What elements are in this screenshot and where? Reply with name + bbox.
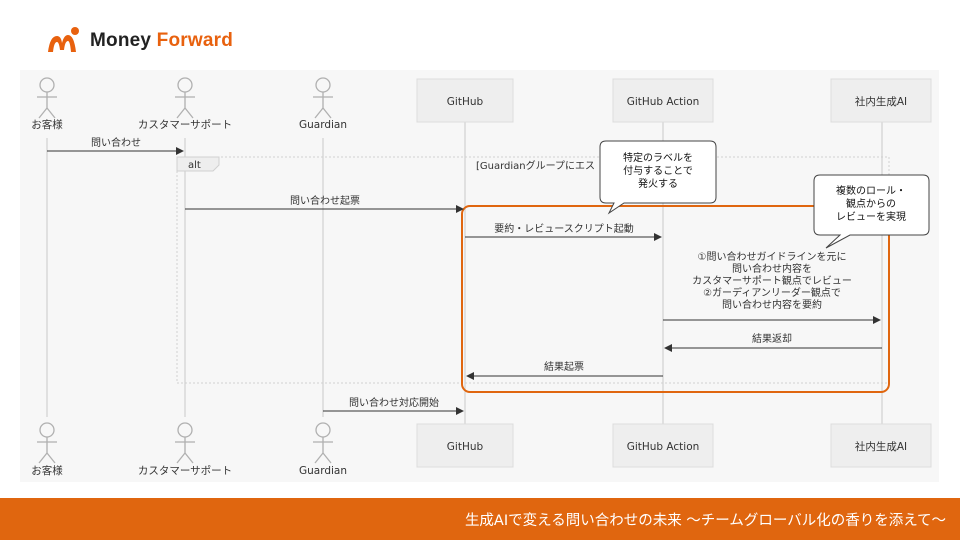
actor-customer-bottom: お客様 xyxy=(31,422,63,477)
message-label: 問い合わせ起票 xyxy=(290,194,360,207)
callout-line-2: 付与することで xyxy=(623,164,693,177)
actor-figure-icon xyxy=(313,422,333,464)
message-m4: ①問い合わせガイドラインを元に 問い合わせ内容を カスタマーサポート観点でレビュ… xyxy=(663,250,881,324)
participant-github-bottom: GitHub xyxy=(416,423,514,468)
actor-figure-icon xyxy=(175,422,195,464)
participant-label-action: GitHub Action xyxy=(627,441,700,453)
participant-label-customer: お客様 xyxy=(31,118,63,131)
participant-ai-bottom: 社内生成AI xyxy=(830,423,932,468)
message-label: 結果起票 xyxy=(544,360,584,373)
message-label-line-1: ①問い合わせガイドラインを元に xyxy=(698,250,847,263)
brand-name: Money Forward xyxy=(90,30,234,51)
participant-label-customer: お客様 xyxy=(31,464,63,477)
actor-support-top: カスタマーサポート xyxy=(138,77,232,131)
message-label: 問い合わせ xyxy=(91,136,141,149)
message-m1: 問い合わせ xyxy=(47,136,184,155)
callout-line-2: 観点からの xyxy=(846,197,896,210)
message-label: 要約・レビュースクリプト起動 xyxy=(494,222,634,235)
participant-label-github: GitHub xyxy=(447,96,484,108)
participant-label-guardian: Guardian xyxy=(299,465,347,477)
participant-label-github: GitHub xyxy=(447,441,484,453)
alt-guard: [Guardianグループにエス xyxy=(476,159,595,172)
participant-label-ai: 社内生成AI xyxy=(855,95,907,108)
message-m7: 問い合わせ対応開始 xyxy=(323,396,464,415)
sequence-diagram-canvas: alt [Guardianグループにエス お客様 カス xyxy=(31,77,932,477)
callout-line-3: 発火する xyxy=(638,177,678,190)
participant-label-guardian: Guardian xyxy=(299,119,347,131)
message-m5: 結果返却 xyxy=(664,332,882,352)
actor-customer-top: お客様 xyxy=(31,77,63,131)
callout-line-1: 特定のラベルを xyxy=(623,151,693,164)
message-label: 問い合わせ対応開始 xyxy=(349,396,439,409)
alt-keyword: alt xyxy=(188,160,201,171)
actor-guardian-bottom: Guardian xyxy=(299,422,347,477)
message-m3: 要約・レビュースクリプト起動 xyxy=(465,222,662,241)
message-m6: 結果起票 xyxy=(466,360,663,380)
callout-multi-role-review: 複数のロール・ 観点からの レビューを実現 xyxy=(813,174,930,249)
message-label-line-3: カスタマーサポート観点でレビュー xyxy=(692,274,852,287)
message-label-line-2: 問い合わせ内容を xyxy=(732,262,812,275)
participant-ai-top: 社内生成AI xyxy=(830,78,932,123)
message-label: 結果返却 xyxy=(752,332,792,345)
callout-line-1: 複数のロール・ xyxy=(836,184,906,197)
participant-github-top: GitHub xyxy=(416,78,514,123)
participant-label-support: カスタマーサポート xyxy=(138,465,232,477)
actor-figure-icon xyxy=(37,422,57,464)
brand-logo: Money Forward xyxy=(46,26,233,56)
highlight-box xyxy=(461,205,890,393)
participant-label-ai: 社内生成AI xyxy=(855,440,907,453)
message-label-line-5: 問い合わせ内容を要約 xyxy=(722,298,822,311)
footer-bar: 生成AIで変える問い合わせの未来 〜チームグローバル化の香りを添えて〜 xyxy=(0,498,960,540)
actor-figure-icon xyxy=(313,77,333,119)
actor-figure-icon xyxy=(37,77,57,119)
actor-figure-icon xyxy=(175,77,195,119)
participant-label-support: カスタマーサポート xyxy=(138,119,232,131)
participant-label-action: GitHub Action xyxy=(627,96,700,108)
participant-action-top: GitHub Action xyxy=(612,78,714,123)
message-label-line-4: ②ガーディアンリーダー観点で xyxy=(703,286,841,299)
callout-label-trigger: 特定のラベルを 付与することで 発火する xyxy=(599,140,717,215)
footer-title: 生成AIで変える問い合わせの未来 〜チームグローバル化の香りを添えて〜 xyxy=(464,513,946,529)
participant-action-bottom: GitHub Action xyxy=(612,423,714,468)
money-forward-logo-icon xyxy=(48,27,79,52)
actor-support-bottom: カスタマーサポート xyxy=(138,422,232,477)
actor-guardian-top: Guardian xyxy=(299,77,347,131)
message-m2: 問い合わせ起票 xyxy=(185,194,464,213)
sequence-diagram: alt [Guardianグループにエス お客様 カス xyxy=(20,70,939,482)
callout-line-3: レビューを実現 xyxy=(836,210,906,223)
